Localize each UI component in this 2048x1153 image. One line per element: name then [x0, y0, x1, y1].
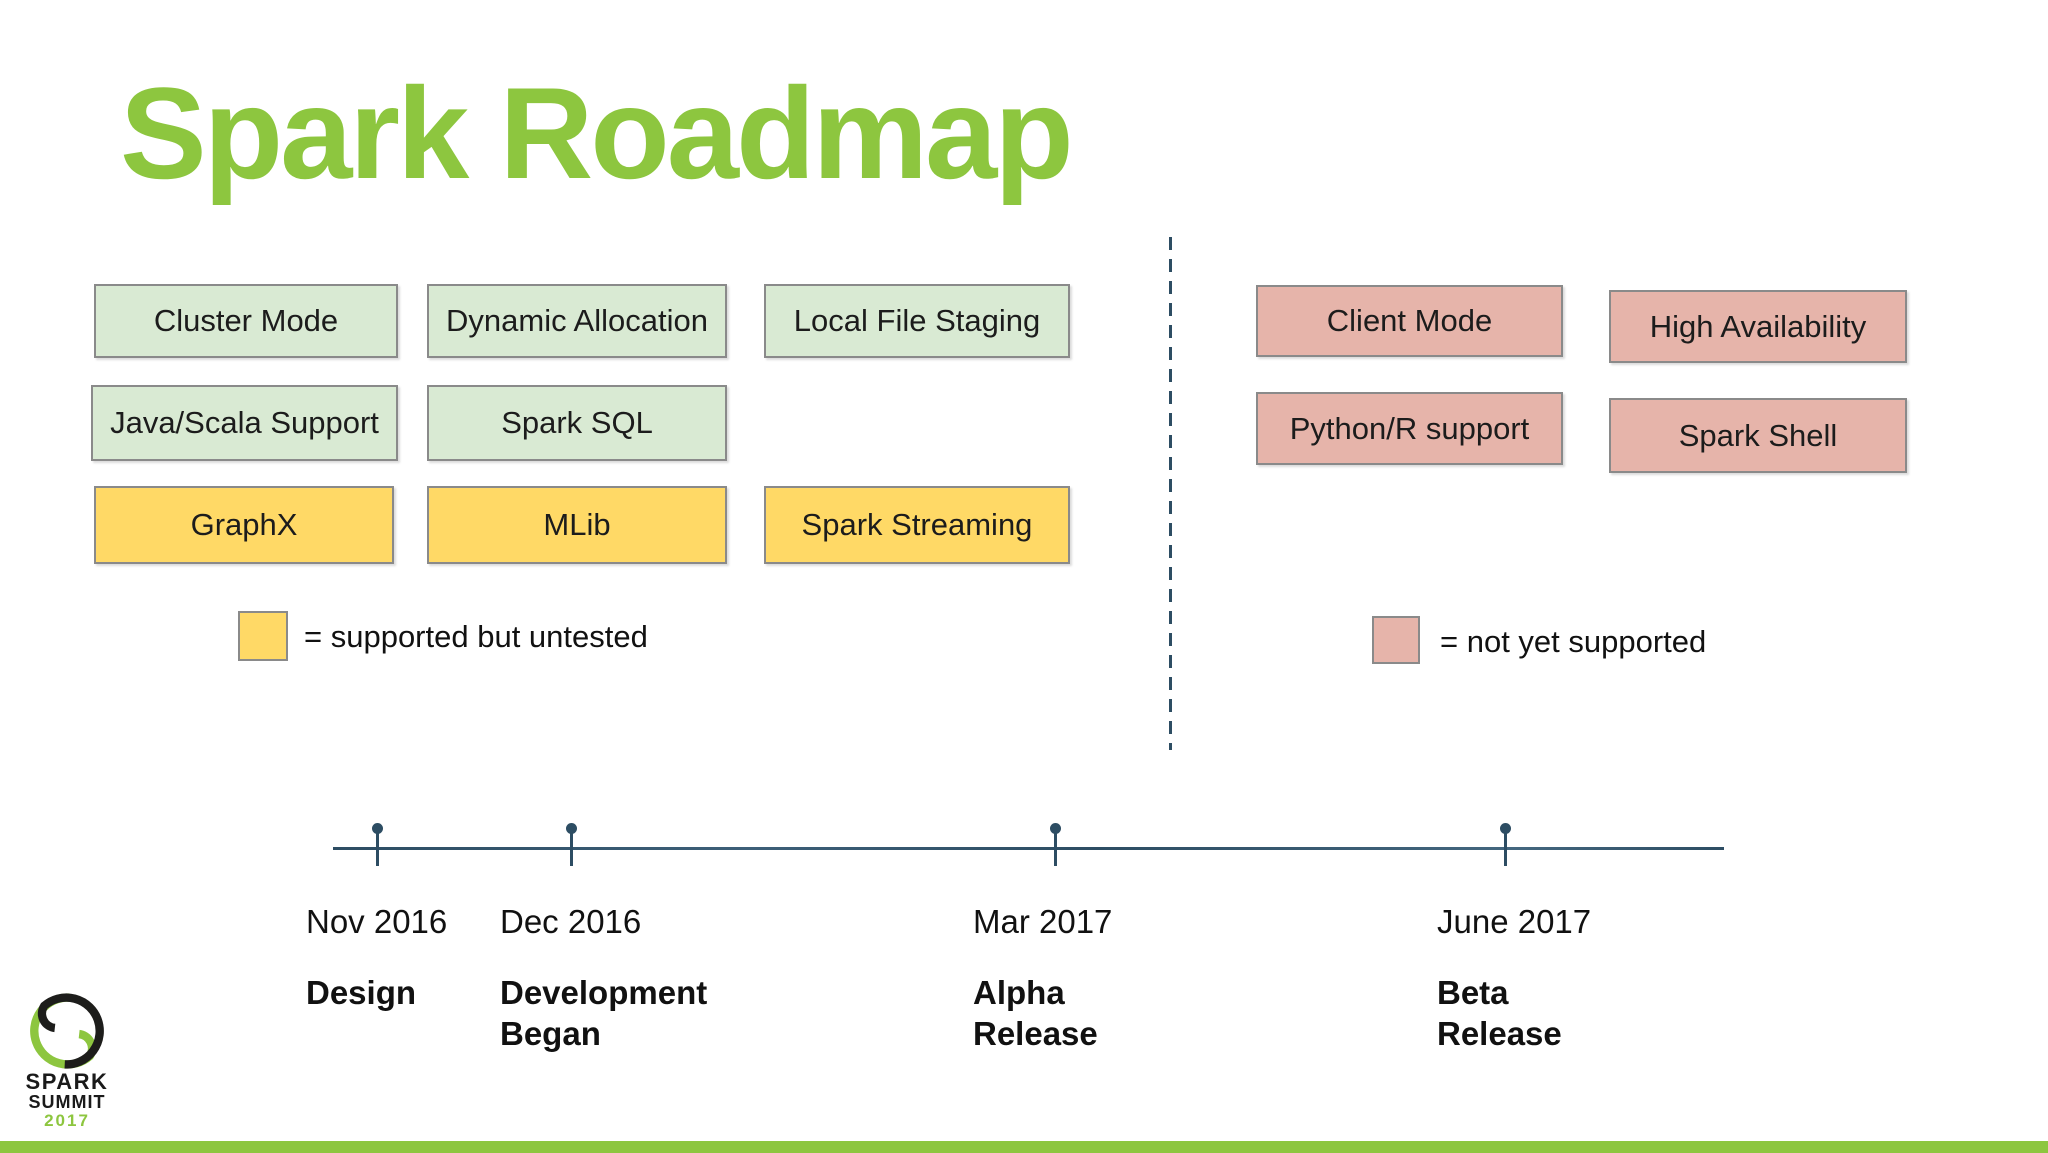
page-title: Spark Roadmap	[120, 60, 1074, 206]
feature-box-java-scala-support: Java/Scala Support	[91, 385, 398, 461]
spark-summit-logo: SPARK SUMMIT 2017	[20, 993, 114, 1131]
feature-box-cluster-mode: Cluster Mode	[94, 284, 398, 358]
feature-box-python-r-support: Python/R support	[1256, 392, 1563, 465]
spark-summit-swirl-icon	[30, 993, 104, 1069]
bottom-accent-bar	[0, 1141, 2048, 1153]
timeline-tick-nov-2016	[376, 824, 379, 866]
legend-label-untested: = supported but untested	[304, 619, 648, 654]
feature-box-local-file-staging: Local File Staging	[764, 284, 1070, 358]
timeline-dot-mar-2017	[1050, 823, 1061, 834]
logo-text-spark: SPARK	[25, 1069, 109, 1094]
timeline-axis	[333, 847, 1724, 850]
timeline-date: June 2017	[1437, 903, 1592, 940]
timeline-date: Dec 2016	[500, 903, 642, 940]
logo-text-year: 2017	[44, 1110, 90, 1130]
timeline-tick-june-2017	[1504, 824, 1507, 866]
timeline-dot-june-2017	[1500, 823, 1511, 834]
timeline-milestone: Alpha Release	[973, 974, 1098, 1053]
feature-box-spark-streaming: Spark Streaming	[764, 486, 1070, 564]
feature-box-graphx: GraphX	[94, 486, 394, 564]
timeline-dot-nov-2016	[372, 823, 383, 834]
timeline-date: Nov 2016	[306, 903, 448, 940]
timeline-milestone: Beta Release	[1437, 974, 1562, 1053]
timeline-milestone: Development Began	[500, 974, 708, 1053]
timeline-dot-dec-2016	[566, 823, 577, 834]
feature-box-spark-shell: Spark Shell	[1609, 398, 1907, 473]
timeline-tick-dec-2016	[570, 824, 573, 866]
timeline-milestone: Design	[306, 974, 417, 1011]
logo-text-summit: SUMMIT	[28, 1092, 106, 1112]
feature-box-dynamic-allocation: Dynamic Allocation	[427, 284, 727, 358]
timeline-date: Mar 2017	[973, 903, 1113, 940]
feature-box-spark-sql: Spark SQL	[427, 385, 727, 461]
legend-label-not-supported: = not yet supported	[1440, 624, 1707, 659]
feature-box-high-availability: High Availability	[1609, 290, 1907, 363]
dashed-divider	[1169, 237, 1172, 750]
feature-box-client-mode: Client Mode	[1256, 285, 1563, 357]
legend-swatch-not-supported	[1372, 616, 1420, 664]
legend-swatch-untested	[238, 611, 288, 661]
feature-box-mlib: MLib	[427, 486, 727, 564]
timeline-tick-mar-2017	[1054, 824, 1057, 866]
